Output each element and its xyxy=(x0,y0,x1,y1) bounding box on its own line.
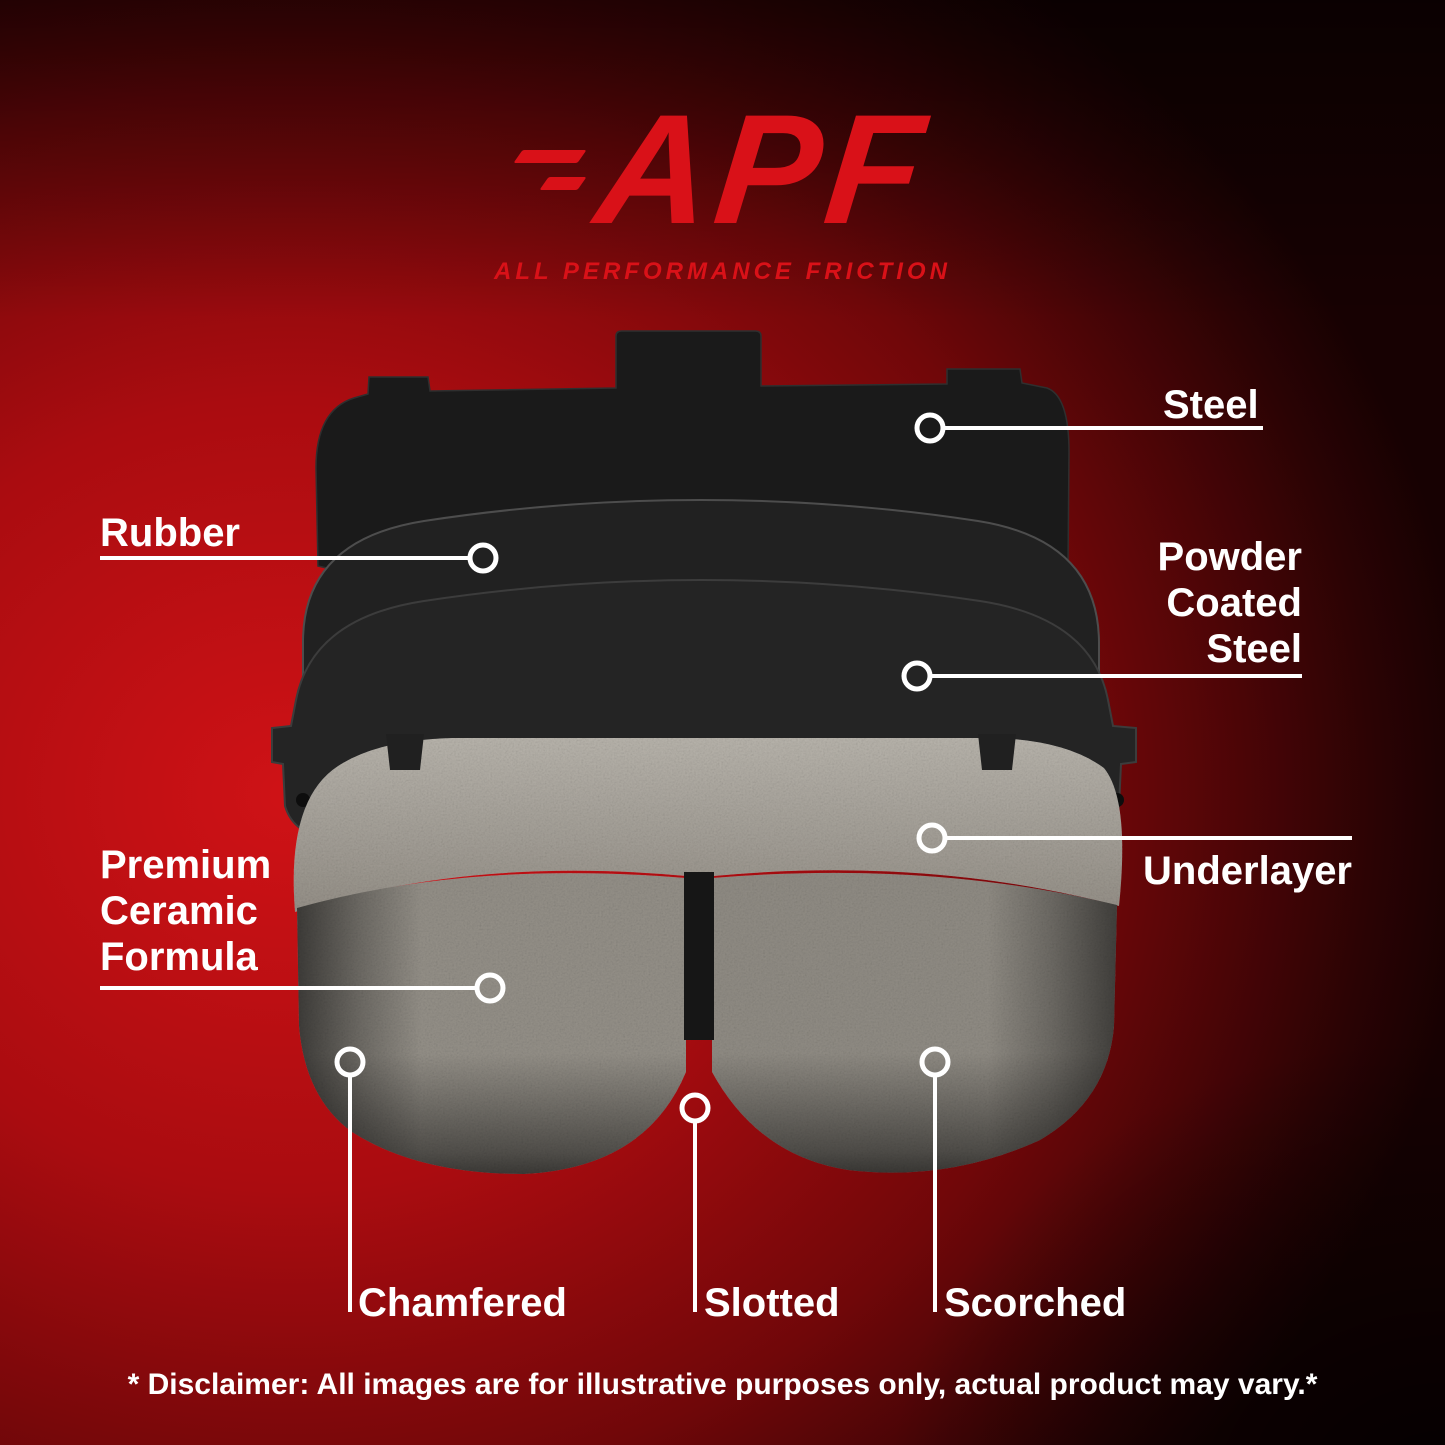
plate-hole-left xyxy=(296,793,310,807)
marker-powder-coated-steel xyxy=(901,660,933,692)
callout-label-slotted: Slotted xyxy=(704,1281,840,1325)
apf-logo: APF ALL PERFORMANCE FRICTION xyxy=(0,83,1445,286)
logo-tagline: ALL PERFORMANCE FRICTION xyxy=(494,258,951,285)
callout-label-powder-coated-steel: Powder Coated Steel xyxy=(1157,535,1302,671)
callout-label-steel: Steel xyxy=(1163,383,1259,427)
bottom-shade-right xyxy=(712,872,1117,1173)
disclaimer-text: * Disclaimer: All images are for illustr… xyxy=(127,1368,1318,1401)
callout-label-rubber: Rubber xyxy=(100,511,240,555)
retention-tab-right xyxy=(978,734,1016,770)
marker-chamfered xyxy=(334,1046,366,1078)
retention-tab-left xyxy=(386,734,424,770)
marker-underlayer xyxy=(916,822,948,854)
bottom-shade-left xyxy=(297,873,686,1174)
callout-lines xyxy=(100,426,1352,1312)
marker-steel xyxy=(914,412,946,444)
callout-label-chamfered: Chamfered xyxy=(358,1281,567,1325)
callout-label-premium-ceramic: Premium Ceramic Formula xyxy=(100,843,272,979)
callout-label-scorched: Scorched xyxy=(944,1281,1127,1325)
marker-premium-ceramic xyxy=(474,972,506,1004)
ceramic-top-surface xyxy=(293,738,1123,912)
marker-rubber xyxy=(467,542,499,574)
marker-scorched xyxy=(919,1046,951,1078)
marker-slotted xyxy=(679,1092,711,1124)
callout-markers xyxy=(334,412,951,1124)
slot-shadow xyxy=(684,872,714,1040)
callout-label-underlayer: Underlayer xyxy=(1143,849,1352,893)
